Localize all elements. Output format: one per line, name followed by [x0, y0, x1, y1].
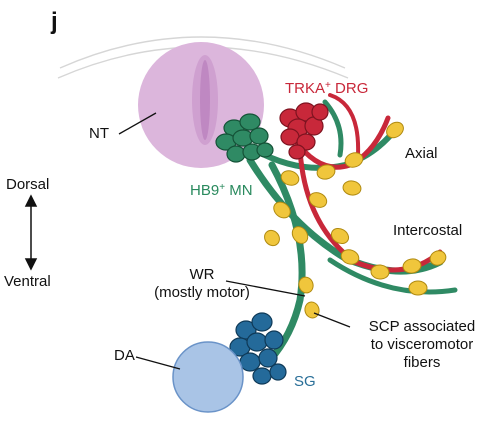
label-ventral: Ventral: [4, 273, 51, 290]
label-trka-sup: +: [325, 80, 331, 91]
label-sg: SG: [294, 373, 316, 390]
label-trka-suffix: DRG: [330, 80, 369, 97]
label-trka-drg: TRKA+ DRG: [285, 80, 368, 98]
label-scp-line1: SCP associated: [368, 318, 476, 335]
white-ramus: [266, 161, 306, 364]
label-dorsal: Dorsal: [6, 176, 50, 193]
schwann-cell-precursors: [264, 121, 447, 319]
label-da: DA: [114, 347, 135, 364]
label-hb9-prefix: HB9: [190, 182, 220, 199]
motor-neuron-cluster: [215, 113, 274, 163]
label-hb9-suffix: MN: [225, 182, 253, 199]
sympathetic-ganglion-cluster: [229, 312, 287, 385]
label-scp: SCP associated to visceromotor fibers: [352, 318, 492, 372]
dorsal-aorta: [172, 341, 244, 413]
label-wr-line2: (mostly motor): [154, 284, 250, 301]
drg-cluster: [279, 102, 329, 160]
label-trka-prefix: TRKA: [285, 80, 326, 97]
label-wr-line1: WR: [189, 266, 215, 283]
label-nt: NT: [89, 125, 109, 142]
label-wr: WR (mostly motor): [137, 266, 267, 302]
label-hb9-mn: HB9+ MN: [190, 182, 253, 200]
leader-lines: [118, 112, 351, 370]
intercostal-nerve: [246, 147, 458, 295]
label-axial: Axial: [405, 145, 438, 162]
label-intercostal: Intercostal: [393, 222, 463, 239]
dorsal-ventral-axis-arrow: [24, 194, 38, 271]
label-scp-line2: to visceromotor: [370, 336, 474, 353]
panel-letter: j: [51, 8, 58, 35]
label-hb9-sup: +: [219, 182, 226, 193]
label-scp-line3: fibers: [403, 354, 441, 371]
